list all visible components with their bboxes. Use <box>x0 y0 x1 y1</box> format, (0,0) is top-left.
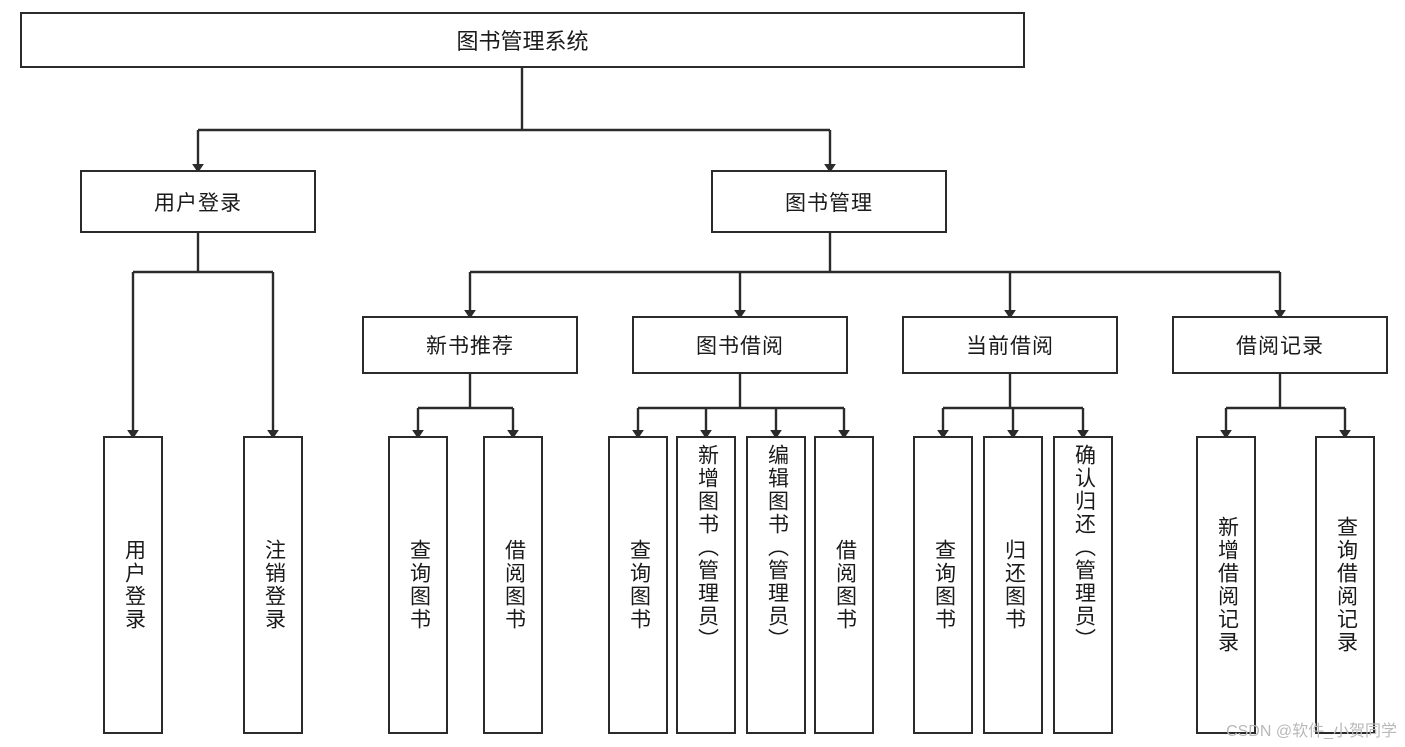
leaf-label: 编辑图书（管理员） <box>765 444 789 651</box>
leaf-label: 归还图书 <box>1002 539 1026 631</box>
leaf-query-book-borrow[interactable]: 查询图书 <box>608 436 668 734</box>
leaf-borrow-book-recommend[interactable]: 借阅图书 <box>483 436 543 734</box>
node-book-borrow-label: 图书借阅 <box>696 335 784 358</box>
node-new-book-recommend[interactable]: 新书推荐 <box>362 316 578 374</box>
node-current-borrow[interactable]: 当前借阅 <box>902 316 1118 374</box>
node-book-management-label: 图书管理 <box>785 191 873 215</box>
leaf-add-book-admin[interactable]: 新增图书（管理员） <box>676 436 736 734</box>
leaf-return-book[interactable]: 归还图书 <box>983 436 1043 734</box>
node-book-management[interactable]: 图书管理 <box>711 170 947 233</box>
watermark: CSDN @软件_小贺同学 <box>1226 723 1397 740</box>
leaf-label: 查询图书 <box>407 539 431 631</box>
leaf-label: 新增图书（管理员） <box>695 444 719 651</box>
leaf-label: 查询图书 <box>627 539 651 631</box>
leaf-label: 查询图书 <box>932 539 956 631</box>
leaf-confirm-return-admin[interactable]: 确认归还（管理员） <box>1053 436 1113 734</box>
leaf-label: 借阅图书 <box>502 539 526 631</box>
node-new-book-recommend-label: 新书推荐 <box>426 335 514 358</box>
node-user-login-label: 用户登录 <box>154 191 242 215</box>
node-book-borrow[interactable]: 图书借阅 <box>632 316 848 374</box>
leaf-query-book-current[interactable]: 查询图书 <box>913 436 973 734</box>
node-root[interactable]: 图书管理系统 <box>20 12 1025 68</box>
node-borrow-record-label: 借阅记录 <box>1236 335 1324 358</box>
node-user-login[interactable]: 用户登录 <box>80 170 316 233</box>
leaf-user-login[interactable]: 用户登录 <box>103 436 163 734</box>
leaf-logout[interactable]: 注销登录 <box>243 436 303 734</box>
node-current-borrow-label: 当前借阅 <box>966 335 1054 358</box>
leaf-borrow-book[interactable]: 借阅图书 <box>814 436 874 734</box>
leaf-add-borrow-record[interactable]: 新增借阅记录 <box>1196 436 1256 734</box>
leaf-edit-book-admin[interactable]: 编辑图书（管理员） <box>746 436 806 734</box>
node-borrow-record[interactable]: 借阅记录 <box>1172 316 1388 374</box>
leaf-label: 查询借阅记录 <box>1334 516 1358 654</box>
leaf-query-borrow-record[interactable]: 查询借阅记录 <box>1315 436 1375 734</box>
leaf-label: 新增借阅记录 <box>1215 516 1239 654</box>
leaf-label: 用户登录 <box>122 539 146 631</box>
leaf-query-book-recommend[interactable]: 查询图书 <box>388 436 448 734</box>
leaf-label: 确认归还（管理员） <box>1072 444 1096 651</box>
leaf-label: 注销登录 <box>262 539 286 631</box>
leaf-label: 借阅图书 <box>833 539 857 631</box>
node-root-label: 图书管理系统 <box>456 29 589 54</box>
